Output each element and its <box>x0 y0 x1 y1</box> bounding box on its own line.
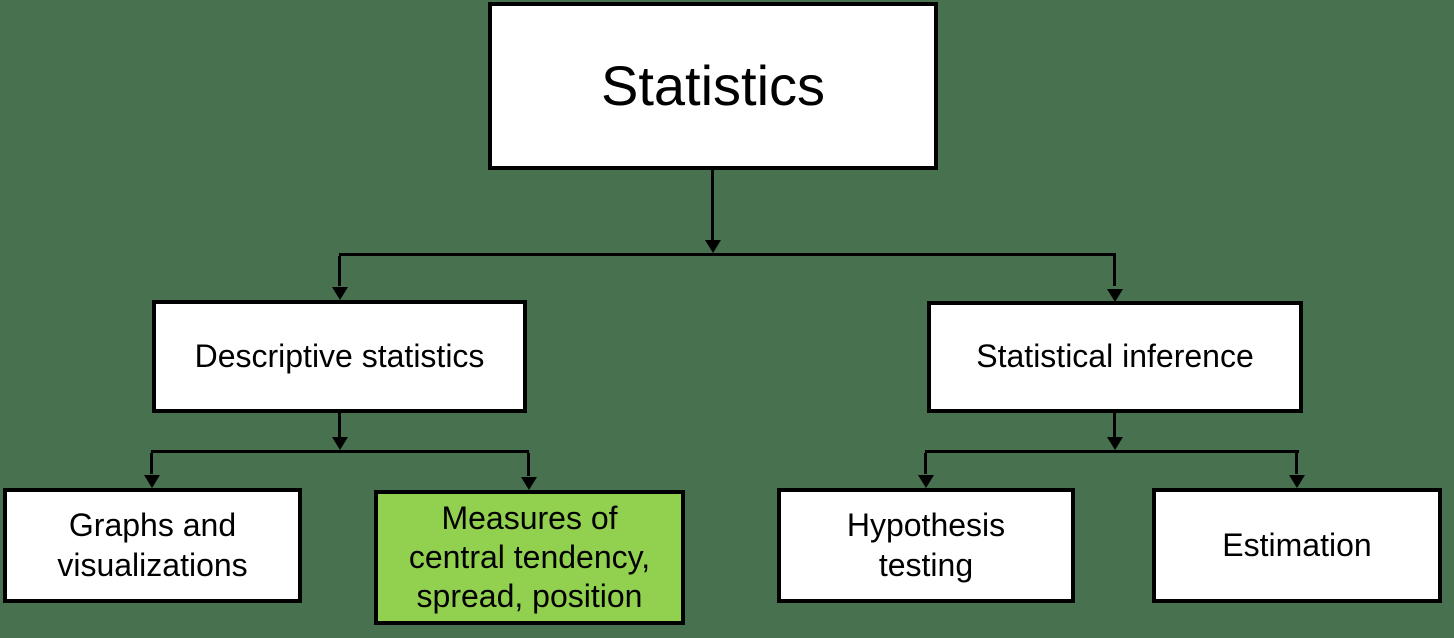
arrowhead-descriptive-junction <box>332 437 348 450</box>
connector-drop-estimation <box>1295 453 1298 474</box>
node-measures-central-tendency: Measures of central tendency, spread, po… <box>374 490 685 625</box>
connector-level2-crossbar <box>339 253 1116 256</box>
connector-drop-measures <box>527 453 530 476</box>
connector-drop-hypothesis <box>924 453 927 474</box>
node-hypothesis-testing-label: Hypothesis testing <box>846 507 1006 583</box>
node-estimation: Estimation <box>1152 488 1442 603</box>
connector-drop-inference <box>1113 256 1116 286</box>
arrowhead-statistics-junction <box>705 240 721 253</box>
connector-statistics-stem <box>711 170 714 242</box>
arrowhead-into-measures <box>521 477 537 490</box>
connector-drop-descriptive <box>338 256 341 286</box>
node-descriptive-statistics: Descriptive statistics <box>152 300 527 413</box>
arrowhead-into-graphs <box>144 475 160 488</box>
connector-descriptive-stem <box>338 413 341 438</box>
arrowhead-into-estimation <box>1289 475 1305 488</box>
connector-level3-right-crossbar <box>925 450 1299 453</box>
node-hypothesis-testing: Hypothesis testing <box>777 488 1075 603</box>
arrowhead-into-descriptive <box>332 287 348 300</box>
node-statistics: Statistics <box>488 2 938 170</box>
node-graphs-visualizations-label: Graphs and visualizations <box>57 507 248 583</box>
connector-drop-graphs <box>150 453 153 474</box>
node-graphs-visualizations: Graphs and visualizations <box>3 488 302 603</box>
arrowhead-into-inference <box>1107 289 1123 302</box>
node-statistical-inference: Statistical inference <box>927 301 1303 413</box>
node-descriptive-statistics-label: Descriptive statistics <box>194 337 485 374</box>
node-estimation-label: Estimation <box>1222 526 1372 563</box>
node-statistical-inference-label: Statistical inference <box>976 338 1254 375</box>
node-statistics-label: Statistics <box>600 54 826 118</box>
arrowhead-inference-junction <box>1107 437 1123 450</box>
connector-inference-stem <box>1113 413 1116 438</box>
connector-level3-left-crossbar <box>151 450 529 453</box>
node-measures-central-tendency-label: Measures of central tendency, spread, po… <box>408 499 651 615</box>
arrowhead-into-hypothesis <box>918 475 934 488</box>
